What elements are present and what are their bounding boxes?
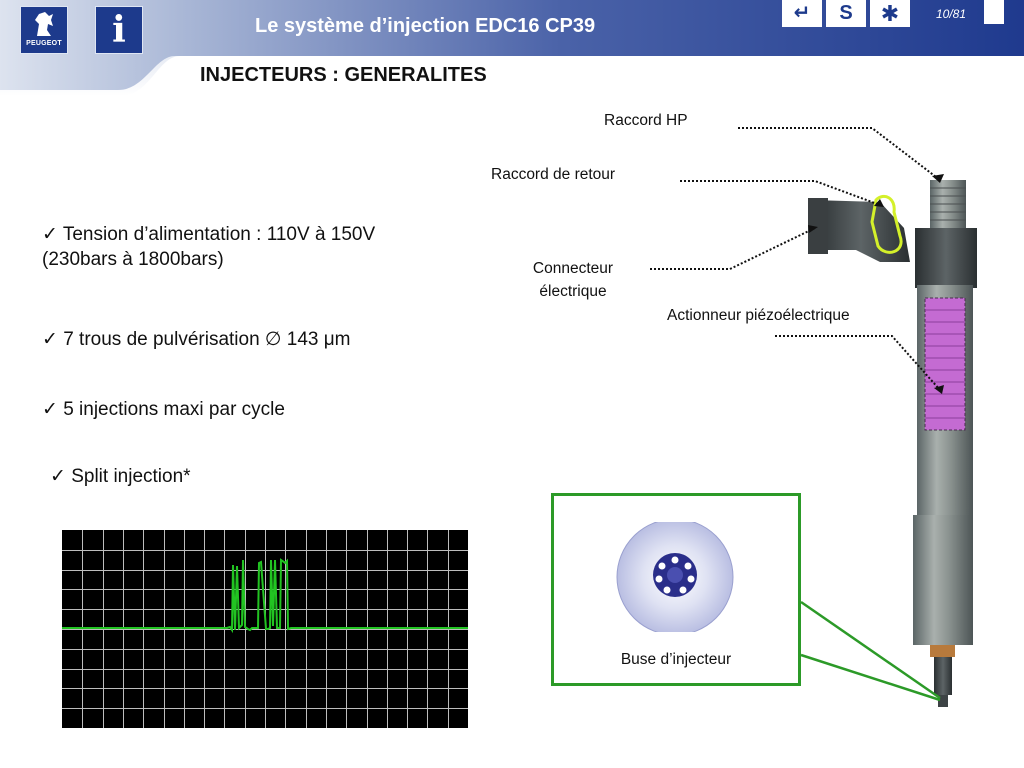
bullet-item-tension: ✓ Tension d’alimentation : 110V à 150V (…	[42, 222, 375, 272]
label-connecteur: Connecteur électrique	[516, 257, 630, 303]
check-icon: ✓	[50, 466, 66, 487]
injector-illustration	[650, 127, 977, 707]
check-icon: ✓	[42, 399, 58, 420]
label-actionneur: Actionneur piézoélectrique	[667, 307, 850, 324]
nozzle-icon	[616, 522, 734, 632]
label-raccord-hp: Raccord HP	[604, 112, 688, 129]
info-button[interactable]: i	[95, 6, 143, 54]
bullet-item-trous: ✓ 7 trous de pulvérisation ∅ 143 μm	[42, 327, 351, 352]
return-arrow-icon: ↵	[793, 2, 811, 24]
summary-button[interactable]: S	[826, 0, 866, 27]
s-letter-icon: S	[839, 2, 853, 24]
injection-signal	[62, 558, 468, 634]
page-number: 10/81	[936, 7, 967, 21]
label-connecteur-line2: électrique	[539, 283, 607, 300]
bullet-text: 7 trous de pulvérisation ∅ 143 μm	[63, 329, 351, 350]
bullet-text: Tension d’alimentation : 110V à 150V	[62, 224, 376, 245]
bullet-item-injections: ✓ 5 injections maxi par cycle	[42, 397, 285, 422]
return-button[interactable]: ↵	[782, 0, 822, 27]
next-page-button[interactable]	[984, 0, 1004, 24]
asterisk-button[interactable]: ✱	[870, 0, 910, 27]
check-icon: ✓	[42, 329, 58, 350]
bullet-text: 5 injections maxi par cycle	[63, 399, 285, 420]
label-connecteur-line1: Connecteur	[532, 260, 614, 277]
oscilloscope-trace	[62, 530, 468, 728]
nozzle-callout-box: Buse d’injecteur	[551, 493, 801, 686]
bullet-item-split: ✓ Split injection*	[50, 464, 191, 489]
page-title: Le système d’injection EDC16 CP39	[255, 15, 596, 37]
label-raccord-retour: Raccord de retour	[491, 166, 616, 183]
check-icon: ✓	[42, 224, 58, 245]
header-bar	[0, 0, 1024, 96]
info-icon: i	[112, 9, 126, 51]
bullet-text-continued: (230bars à 1800bars)	[42, 249, 224, 270]
label-buse: Buse d’injecteur	[620, 651, 732, 668]
lion-icon	[35, 12, 53, 36]
logo-text: PEUGEOT	[26, 40, 62, 47]
slide-subtitle: INJECTEURS : GENERALITES	[200, 64, 487, 86]
bullet-text: Split injection*	[71, 466, 191, 487]
peugeot-logo: PEUGEOT	[20, 6, 68, 54]
asterisk-icon: ✱	[880, 1, 900, 26]
